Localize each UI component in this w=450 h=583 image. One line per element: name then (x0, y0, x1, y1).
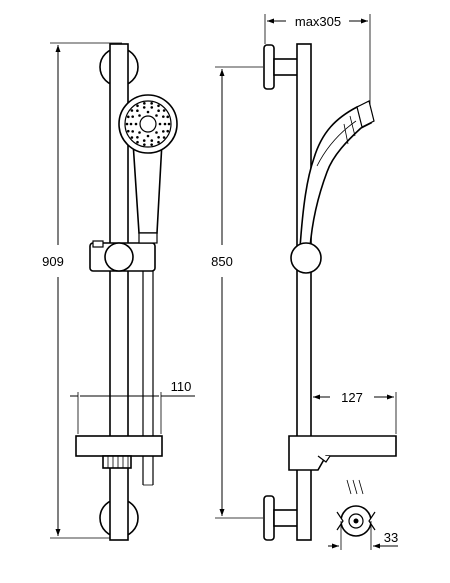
nozzle (126, 115, 130, 119)
bottom-wall-plate (263, 495, 275, 541)
rail-side (296, 43, 312, 541)
nozzle (167, 122, 171, 126)
nozzle (125, 122, 129, 126)
nozzle (138, 131, 141, 134)
shelf-side (288, 435, 397, 471)
dim-shelf-front-label: 110 (171, 379, 192, 394)
nozzle (163, 122, 167, 126)
hand-shower-side (299, 100, 375, 249)
nozzle (136, 135, 139, 139)
dim-total-height-label: 909 (42, 254, 64, 269)
nozzle (157, 135, 160, 139)
nozzle (136, 140, 139, 144)
nozzle (142, 106, 146, 109)
nozzle (146, 110, 150, 114)
nozzle (158, 122, 162, 126)
nozzle (150, 139, 154, 142)
nozzle (131, 130, 134, 133)
bottom-bracket-arm (273, 509, 299, 527)
dim-fixing-label: 850 (211, 254, 233, 269)
top-wall-plate (263, 44, 275, 90)
dimension-110: 110 (70, 379, 195, 434)
slide-holder-side (290, 242, 322, 274)
nozzle (134, 122, 138, 126)
nozzle (131, 115, 134, 118)
top-bracket-arm (273, 58, 299, 76)
dimension-909: 909 (42, 42, 122, 539)
nozzle (157, 104, 160, 108)
holder-detail (336, 479, 376, 550)
nozzle (157, 109, 160, 113)
nozzle (146, 134, 150, 138)
nozzle (162, 109, 166, 112)
dim-shelf-side-label: 127 (341, 390, 363, 405)
nozzle (136, 109, 139, 113)
nozzle (143, 102, 146, 105)
rail (109, 43, 129, 541)
nozzle (130, 109, 134, 112)
nozzle (155, 131, 158, 134)
nozzle (162, 115, 165, 118)
nozzle (126, 129, 130, 133)
nozzle (150, 102, 153, 105)
nozzle (166, 115, 170, 119)
hand-shower-front (118, 94, 178, 244)
slide-holder (89, 240, 156, 272)
nozzle (136, 104, 139, 108)
side-view: max305 850 (211, 14, 398, 550)
nozzle (157, 140, 160, 144)
dimension-850: 850 (211, 66, 263, 519)
nozzle (129, 122, 133, 126)
front-view: 909 (42, 42, 195, 541)
dimension-33: 33 (328, 530, 398, 549)
nozzle (166, 129, 170, 133)
nozzle (130, 136, 134, 139)
nozzle (150, 143, 153, 146)
nozzle (142, 139, 146, 142)
shelf-front (75, 435, 163, 469)
dim-holder-width-label: 33 (384, 530, 398, 545)
dim-reach-label: max305 (295, 14, 341, 29)
spray-nozzles (125, 102, 171, 146)
nozzle (143, 143, 146, 146)
dimension-127: 127 (310, 390, 397, 434)
nozzle (155, 114, 158, 117)
nozzle (162, 130, 165, 133)
nozzle (138, 114, 141, 117)
nozzle (150, 106, 154, 109)
nozzle (162, 136, 166, 139)
dimension-max305: max305 (264, 14, 371, 105)
